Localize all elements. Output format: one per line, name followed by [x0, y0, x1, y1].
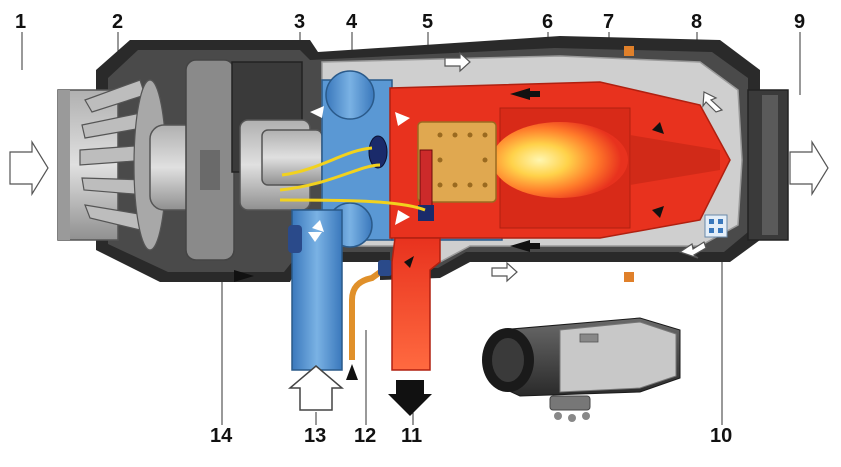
callout-2: 2: [112, 11, 123, 33]
callout-11: 11: [401, 425, 422, 447]
arrow-shell-bottom-right: [678, 241, 707, 259]
callout-13: 13: [304, 425, 326, 447]
callout-8: 8: [691, 11, 702, 33]
exhaust-pipe: [391, 237, 441, 371]
callout-7: 7: [603, 11, 614, 33]
arrow-right-inlet: [9, 139, 49, 197]
arrow-combustion-air-inlet: [287, 365, 345, 411]
callout-labels: 1 2 3 4 5 6 7 8 9 10 11 12 13 14: [15, 11, 805, 447]
arrow-upper-flow: [444, 51, 471, 73]
heating-air-flow-arrows: [9, 51, 829, 283]
callout-12: 12: [354, 425, 376, 447]
combustion-air-flow-arrows: [308, 106, 410, 242]
callout-3: 3: [294, 11, 305, 33]
burner-evaporator: [417, 121, 497, 203]
arrow-right-outlet: [789, 139, 829, 197]
overheat-sensor: [704, 214, 728, 238]
flame-sensor: [368, 135, 388, 169]
callout-5: 5: [422, 11, 433, 33]
temperature-sensor-bottom: [624, 272, 634, 282]
callout-1: 1: [15, 11, 26, 33]
callout-14: 14: [210, 425, 233, 447]
blower-motor: [149, 59, 235, 261]
callout-4: 4: [346, 11, 358, 33]
temperature-sensor-top: [624, 46, 634, 56]
callout-9: 9: [794, 11, 805, 33]
product-photo: [482, 317, 681, 422]
fuel-line: [349, 265, 388, 360]
fuel-connector: [378, 260, 392, 276]
arrow-lower-flow: [491, 261, 518, 283]
wiring: [279, 146, 426, 212]
arrow-shell-top-right: [702, 91, 724, 113]
callout-6: 6: [542, 11, 553, 33]
heating-air-outlet: [747, 89, 789, 241]
glow-plug: [418, 149, 434, 221]
exhaust-flow-arrows: [234, 88, 664, 416]
callout-10: 10: [710, 425, 732, 447]
